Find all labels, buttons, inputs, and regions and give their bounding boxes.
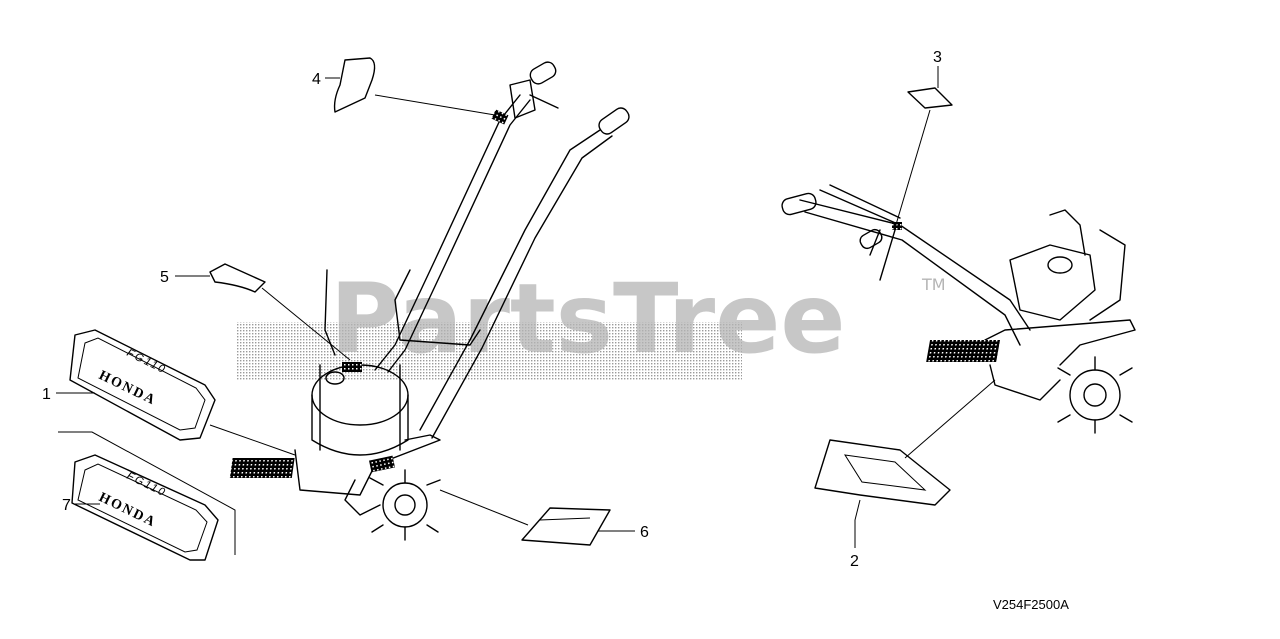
decal-7-shape: [71, 454, 219, 561]
callout-5[interactable]: 5: [160, 269, 169, 286]
shield-decal-area: [229, 458, 295, 478]
part-6-decal: [439, 489, 611, 546]
watermark-text: PartsTree: [330, 263, 845, 375]
decal-7-brand: HONDA: [96, 490, 158, 531]
part-2-decal: [814, 379, 996, 506]
throttle-lever-rear: [869, 229, 896, 281]
part-4-decal: [333, 57, 496, 116]
tines-rear: [989, 356, 1133, 434]
shield-decal-area-rear: [926, 340, 1001, 362]
decal-7-backing: [58, 431, 236, 555]
decal-4-shape: [333, 57, 376, 113]
leader-line-5: [261, 287, 351, 361]
handlebar-upper-tube: [799, 199, 1031, 331]
leader-line-3: [894, 109, 931, 229]
leader-line-2: [904, 379, 996, 459]
engine-body: [311, 394, 409, 456]
leader-line-6: [439, 489, 529, 526]
handle-frame: [394, 269, 481, 346]
handlebar-right-grip: [598, 107, 630, 135]
throttle-lever-housing: [509, 79, 536, 119]
fuel-cap-rear: [1047, 256, 1073, 274]
decal-3-shape: [907, 87, 953, 109]
part-3-decal: [894, 87, 953, 229]
tine-shield-rear: [984, 319, 1136, 366]
tine-shield: [294, 434, 441, 496]
part-5-decal: [209, 263, 351, 361]
decal-6-shape: [521, 507, 611, 546]
throttle-lever: [529, 94, 559, 109]
tiller-left-view: [229, 61, 630, 541]
diagram-code: V254F2500A: [993, 597, 1069, 612]
watermark-tm: TM: [921, 275, 946, 294]
callout-2[interactable]: 2: [850, 553, 859, 570]
throttle-decal-area: [491, 109, 509, 125]
part-7-decal: FG110 HONDA: [58, 431, 236, 561]
decal-7-model: FG110: [125, 470, 169, 500]
decal-2-shape: [814, 439, 951, 506]
fuel-cap: [325, 371, 345, 385]
callout-1[interactable]: 1: [42, 386, 51, 403]
callout-7[interactable]: 7: [62, 497, 71, 514]
handlebar-left-tube: [374, 94, 521, 371]
leader-line-4: [374, 94, 496, 116]
decal-1-model: FG110: [125, 347, 169, 377]
decal-1-shape: [69, 329, 216, 441]
callouts: 1 2 3 4 5 6 7: [42, 49, 942, 570]
handlebar-right-tube: [419, 129, 601, 431]
engine-frame-rear: [1049, 209, 1086, 256]
handlebar-left-grip: [529, 61, 557, 85]
callout-6[interactable]: 6: [640, 524, 649, 541]
tiller-right-view: [781, 184, 1136, 434]
fuel-decal-area: [342, 362, 362, 372]
tines-left: [344, 469, 441, 541]
leader-line-1: [209, 424, 296, 456]
throttle-decal-area-rear: [892, 222, 902, 230]
callout-4[interactable]: 4: [312, 71, 321, 88]
engine-frame: [319, 364, 401, 451]
handlebar-grip-rear-left: [781, 192, 817, 216]
engine-rear: [1009, 244, 1096, 321]
handlebar-grip-rear-right: [859, 228, 883, 250]
callout-3[interactable]: 3: [933, 49, 942, 66]
decal-5-shape: [209, 263, 266, 293]
